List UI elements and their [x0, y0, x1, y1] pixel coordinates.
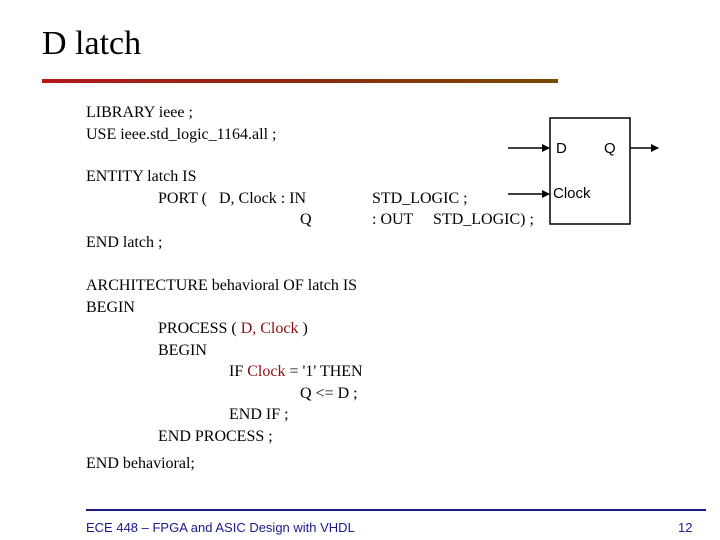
- code-process-begin: BEGIN: [158, 341, 207, 359]
- code-use: USE ieee.std_logic_1164.all ;: [86, 125, 277, 143]
- title-underline: [42, 79, 558, 83]
- footer-page-number: 12: [678, 520, 693, 535]
- code-process-prefix: PROCESS (: [158, 320, 241, 337]
- footer-rule: [86, 509, 706, 511]
- latch-q-label: Q: [604, 140, 616, 157]
- code-begin: BEGIN: [86, 298, 135, 316]
- latch-clock-label: Clock: [553, 185, 591, 202]
- code-port-line1-a: PORT ( D, Clock : IN: [158, 189, 307, 207]
- code-end-process: END PROCESS ;: [158, 427, 273, 445]
- code-port-line2-a: Q: [300, 211, 312, 228]
- code-entity: ENTITY latch IS: [86, 168, 197, 185]
- footer-course: ECE 448 – FPGA and ASIC Design with VHDL: [86, 520, 355, 535]
- code-end-arch: END behavioral;: [86, 455, 195, 472]
- code-assign: Q <= D ;: [300, 384, 358, 402]
- code-end-entity: END latch ;: [86, 234, 163, 251]
- code-process-signals: D, Clock: [240, 320, 299, 337]
- code-port-line2-b: : OUT STD_LOGIC) ;: [372, 211, 534, 228]
- latch-box: [549, 117, 631, 225]
- code-if-clock: Clock: [247, 363, 286, 380]
- code-architecture: ARCHITECTURE behavioral OF latch IS: [86, 277, 358, 294]
- code-process: PROCESS ( D, Clock ): [158, 318, 308, 340]
- code-if: IF Clock = '1' THEN: [229, 361, 363, 383]
- code-if-prefix: IF: [229, 363, 248, 380]
- latch-d-label: D: [556, 140, 567, 157]
- code-process-suffix: ): [298, 320, 308, 337]
- code-if-suffix: = '1' THEN: [285, 363, 363, 380]
- slide-title: D latch: [42, 25, 142, 62]
- code-end-if: END IF ;: [229, 406, 289, 423]
- code-library: LIBRARY ieee ;: [86, 104, 193, 121]
- code-port-line1-b: STD_LOGIC ;: [372, 189, 468, 207]
